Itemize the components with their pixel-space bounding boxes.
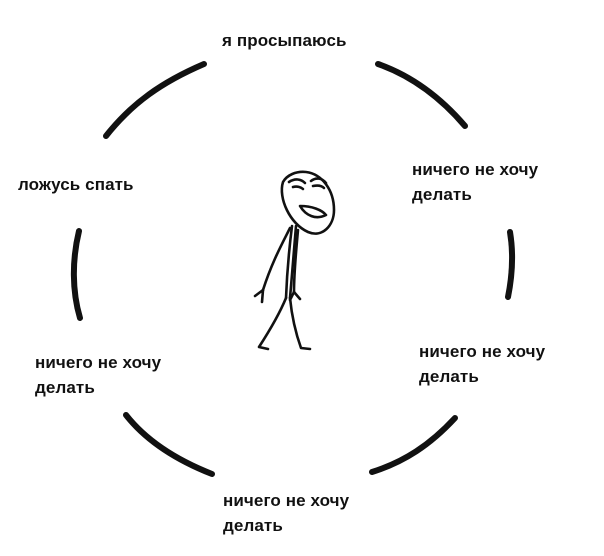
step-line: ничего не хочу [35,353,162,372]
arc-bottom-left [123,412,215,477]
step-line: делать [412,185,472,204]
step-line: ничего не хочу [412,160,539,179]
arc-left [70,228,83,321]
step-do-nothing-label: ничего не хочу делать [223,488,349,538]
arc-right [505,229,516,300]
stick-figure-icon [253,170,336,351]
step-do-nothing-label: ничего не хочу делать [412,157,538,207]
step-line: я просыпаюсь [222,31,347,50]
step-do-nothing-label: ничего не хочу делать [419,339,545,389]
step-wake-up-label: я просыпаюсь [222,28,347,53]
step-line: ничего не хочу [223,491,350,510]
step-do-nothing-label: ничего не хочу делать [35,350,161,400]
step-line: делать [419,367,479,386]
step-line: ничего не хочу [419,342,546,361]
step-go-to-sleep-label: ложусь спать [18,172,134,197]
step-line: ложусь спать [18,175,134,194]
arc-top-right [375,61,468,129]
step-line: делать [223,516,283,535]
arc-bottom-right [369,415,458,475]
step-line: делать [35,378,95,397]
arc-top-left [103,61,207,139]
